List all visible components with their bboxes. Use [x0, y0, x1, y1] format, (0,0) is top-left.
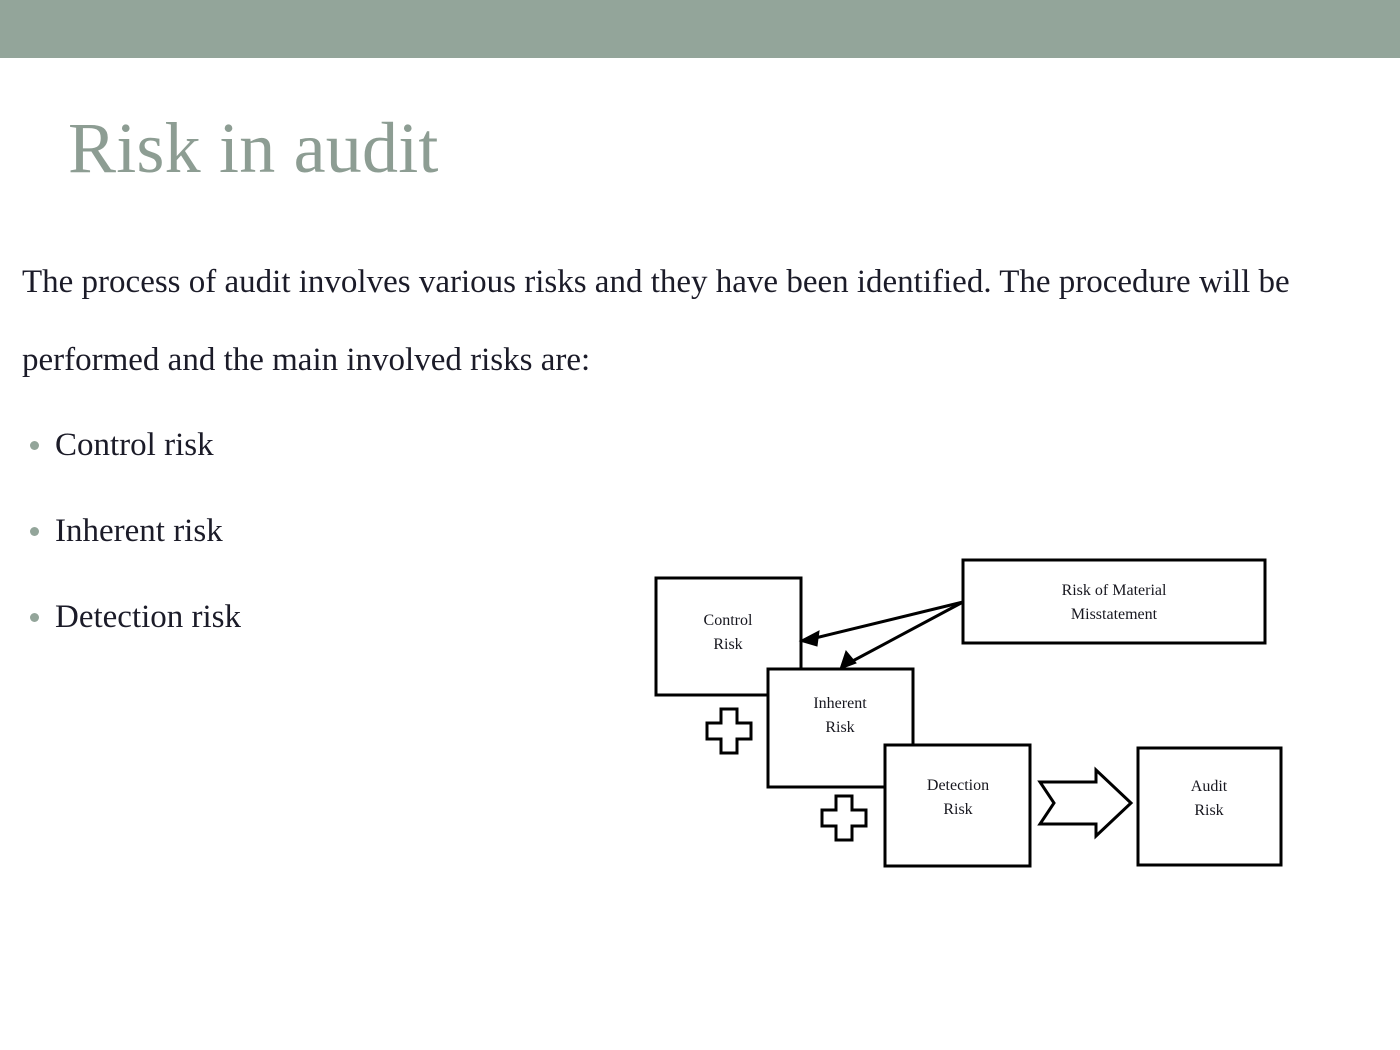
bullet-dot-icon: [30, 613, 39, 622]
connector-rmm-to-inherent-risk: [839, 600, 964, 670]
diagram-box-label-line1: Audit: [1191, 778, 1228, 795]
diagram-box-label-line1: Risk of Material: [1062, 582, 1167, 599]
diagram-box-label-line2: Risk: [1194, 802, 1223, 819]
diagram-box-label-line2: Risk: [943, 801, 972, 818]
top-banner: [0, 0, 1400, 58]
bullet-list: Control risk Inherent risk Detection ris…: [22, 402, 662, 660]
bullet-dot-icon: [30, 527, 39, 536]
diagram-box-label-line1: Inherent: [813, 695, 867, 712]
body-paragraph: The process of audit involves various ri…: [22, 264, 1290, 378]
audit-risk-diagram: Risk of Material Misstatement Control Ri…: [640, 545, 1300, 890]
list-item: Inherent risk: [22, 488, 662, 574]
diagram-box-control-risk: Control Risk: [654, 576, 803, 697]
list-item-label: Detection risk: [55, 599, 242, 635]
list-item: Detection risk: [22, 574, 662, 660]
plus-icon-1: [705, 707, 753, 755]
list-item: Control risk: [22, 402, 662, 488]
diagram-box-detection-risk: Detection Risk: [883, 743, 1032, 868]
diagram-box-label-line1: Control: [704, 612, 753, 629]
diagram-box-risk-of-material-misstatement: Risk of Material Misstatement: [961, 558, 1267, 645]
diagram-box-audit-risk: Audit Risk: [1136, 746, 1283, 867]
diagram-box-label-line2: Risk: [825, 719, 854, 736]
plus-icon-2: [820, 794, 868, 842]
list-item-label: Inherent risk: [55, 513, 223, 549]
diagram-box-label-line2: Risk: [713, 636, 742, 653]
diagram-box-label-line1: Detection: [927, 777, 989, 794]
connector-detection-to-audit-risk: [1037, 766, 1134, 840]
diagram-box-label-line2: Misstatement: [1071, 606, 1158, 623]
page-title: Risk in audit: [68, 108, 439, 188]
connector-rmm-to-control-risk: [798, 600, 964, 647]
bullet-dot-icon: [30, 441, 39, 450]
diagram-box-inherent-risk: Inherent Risk: [766, 667, 915, 789]
list-item-label: Control risk: [55, 427, 214, 463]
